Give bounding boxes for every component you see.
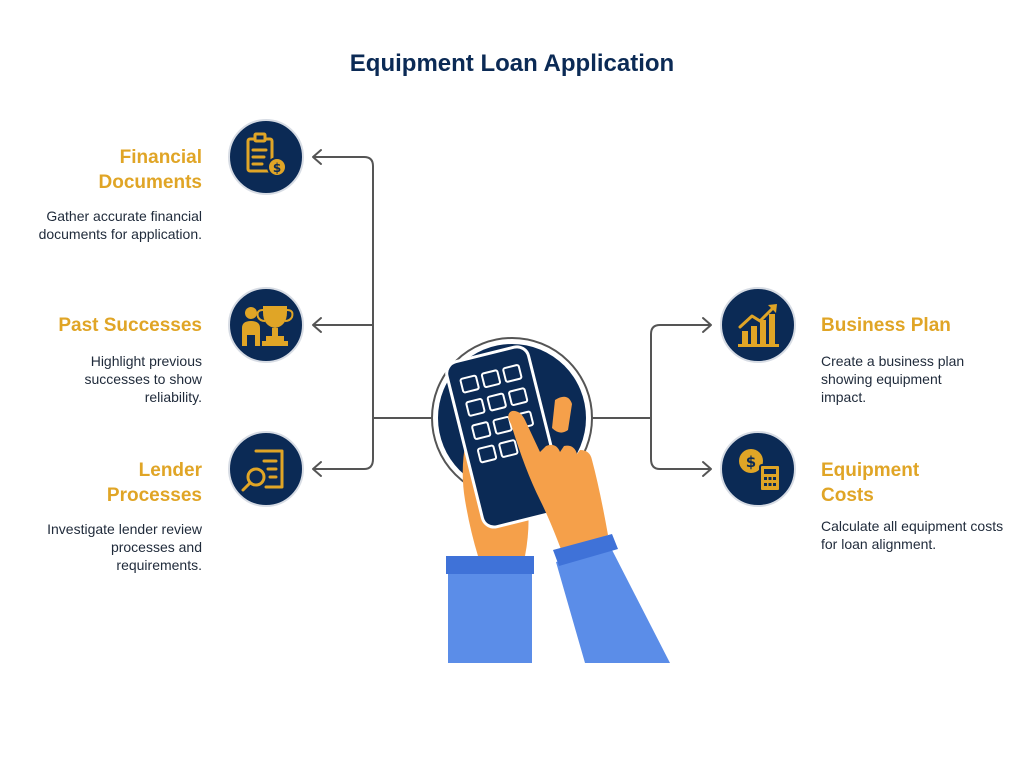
past-successes-description: Highlight previous successes to show rel…	[84, 353, 203, 405]
equipment-costs-description: Calculate all equipment costs for loan a…	[821, 518, 1004, 552]
connector-left-trunk	[313, 156, 374, 470]
financial-documents-icon-circle: $	[228, 119, 304, 195]
business-plan-title: Business Plan	[821, 315, 951, 336]
dollar-calculator-icon: $	[739, 449, 781, 492]
hands-calculator-icon	[431, 337, 670, 663]
person-trophy-icon	[242, 306, 288, 346]
connector-arrowheads	[312, 149, 712, 477]
financial-documents-description: Gather accurate financial documents for …	[38, 208, 202, 242]
clipboard-dollar-icon	[246, 132, 287, 177]
lender-processes-title: Lender Processes	[106, 460, 202, 506]
svg-text:$: $	[746, 453, 756, 471]
equipment-costs-icon-circle: $	[720, 431, 796, 507]
lender-processes-description: Investigate lender review processes and …	[47, 521, 202, 573]
svg-text:$: $	[273, 161, 281, 175]
connector-lines	[313, 156, 711, 470]
growth-chart-icon	[738, 314, 779, 347]
equipment-costs-title: Equipment Costs	[821, 460, 920, 506]
page-title: Equipment Loan Application	[349, 50, 675, 77]
lender-processes-icon-circle	[228, 431, 304, 507]
connector-right-trunk	[650, 324, 711, 470]
financial-documents-title: Financial Documents	[98, 147, 202, 193]
business-plan-icon-circle	[720, 287, 796, 363]
past-successes-icon-circle	[228, 287, 304, 363]
business-plan-description: Create a business plan showing equipment…	[821, 353, 965, 405]
past-successes-title: Past Successes	[58, 315, 202, 336]
document-magnifier-icon	[241, 449, 284, 492]
